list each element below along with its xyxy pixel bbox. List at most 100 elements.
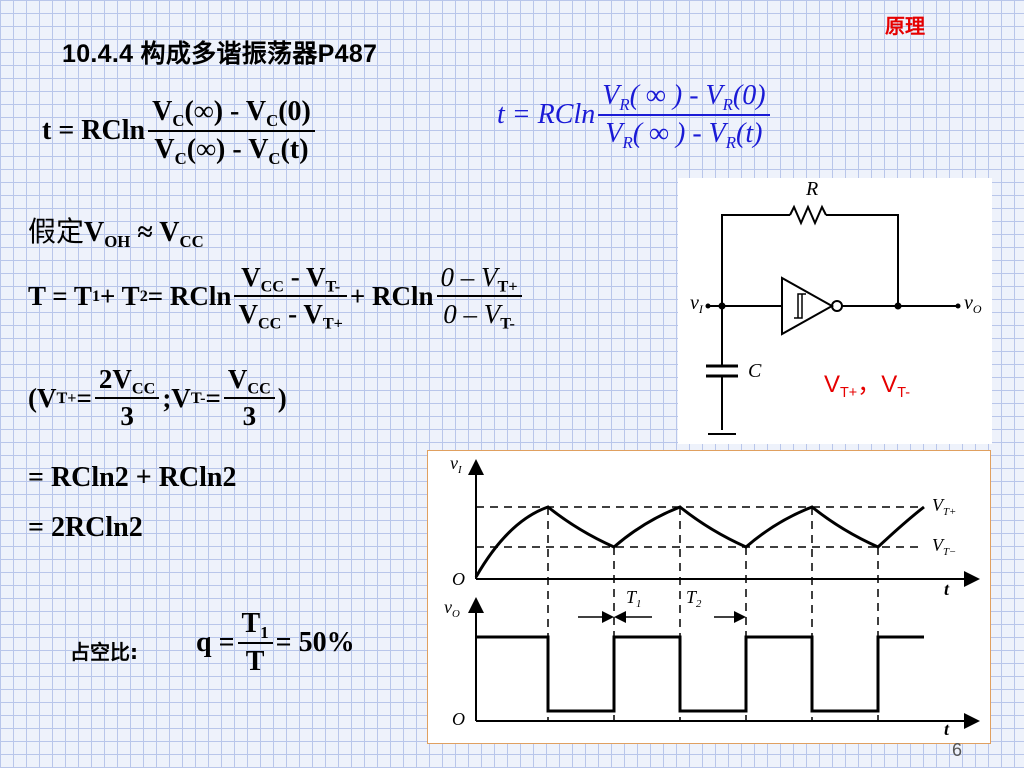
t1-symbol: T <box>626 587 637 607</box>
resistor-label: R <box>806 178 819 200</box>
principle-badge: 原理 <box>885 14 925 38</box>
waveform-panel: vI vO O O t t VT+ VT− T1 T2 <box>427 450 991 744</box>
t1-sub: 1 <box>636 597 642 610</box>
output-terminal <box>955 303 961 309</box>
sub-tminus: T- <box>325 277 341 296</box>
feedback-wire-left <box>721 214 790 306</box>
vi-sub: I <box>458 463 462 476</box>
vc0-term: (0) <box>278 96 311 127</box>
q-lhs: q = <box>196 627 235 658</box>
origin-label-bottom: O <box>452 709 465 729</box>
sub-tplus: T+ <box>497 277 518 296</box>
t2-sub: 2 <box>696 597 702 610</box>
sub-r: R <box>725 132 737 152</box>
duty-value: = 50% <box>275 627 355 658</box>
period-fraction-1: VCC - VT- VCC - VT+ <box>234 262 347 333</box>
vr-symbol: V <box>605 118 623 149</box>
principle-fraction: VR( ∞ ) - VR(0) VR( ∞ ) - VR(t) <box>598 80 770 152</box>
vcc-symbol: V <box>238 299 258 329</box>
period-lhs: T = T <box>28 280 92 311</box>
circuit-diagram <box>705 204 961 435</box>
vt-minus-sub: T− <box>943 545 957 558</box>
input-terminal <box>705 303 711 309</box>
sub-c: C <box>268 148 281 168</box>
zero-minus-v: 0 – V <box>443 299 501 329</box>
vt-plus-symbol: V <box>932 495 943 515</box>
vr-inf-term: ( ∞ ) - V <box>629 80 723 111</box>
threshold-labels: VT+，VT- <box>824 364 911 402</box>
vc-inf-term: (∞) - V <box>186 134 269 165</box>
t-symbol: T <box>245 646 265 677</box>
vt-symbol: V <box>824 371 841 398</box>
minus-v: - V <box>281 299 323 329</box>
time-formula-lhs: t = RCln <box>42 115 146 146</box>
result-line-2: = 2RCln2 <box>28 512 143 543</box>
sub-c: C <box>266 110 279 130</box>
vc-symbol: V <box>152 96 173 127</box>
principle-lhs: t = RCln <box>497 99 596 130</box>
hysteresis-symbol <box>794 293 806 319</box>
input-symbol: v <box>690 292 699 314</box>
two-vcc: 2V <box>98 364 132 394</box>
vct-term: (t) <box>280 134 309 165</box>
duty-cycle-label: 占空比: <box>70 640 138 664</box>
input-node <box>718 302 726 310</box>
vt-plus-sub: T+ <box>943 505 957 518</box>
section-title: 10.4.4 构成多谐振荡器P487 <box>62 40 378 68</box>
eq-rcln: = RCln <box>147 280 232 311</box>
sub-tminus: T- <box>500 314 515 333</box>
circuit-panel: R C vI vO VT+，VT- <box>678 178 992 444</box>
paren-open-v: (V <box>28 382 57 413</box>
t1-label: T1 <box>626 587 642 610</box>
semicolon-v: ;V <box>162 382 191 413</box>
vr-symbol: V <box>602 80 620 111</box>
capacitor-label: C <box>748 360 762 382</box>
equals: = <box>205 382 221 413</box>
output-symbol: v <box>964 292 973 314</box>
zero-minus-v: 0 – V <box>440 262 498 292</box>
denominator-three: 3 <box>120 401 134 431</box>
resistor-zigzag <box>789 204 827 226</box>
vt-minus-sub: T- <box>897 385 911 402</box>
vo-axis-label: vO <box>444 597 460 619</box>
t2-label: T2 <box>686 587 702 610</box>
paren-close: ) <box>277 382 287 413</box>
vtplus-fraction: 2VCC 3 <box>94 364 160 432</box>
plus-rcln: + RCln <box>349 280 434 311</box>
vi-axis-label: vI <box>450 453 462 476</box>
time-formula: t = RCln VC(∞) - VC(0) VC(∞) - VC(t) <box>42 96 318 168</box>
sub-tplus: T+ <box>322 314 343 333</box>
time-formula-fraction: VC(∞) - VC(0) VC(∞) - VC(t) <box>148 96 315 168</box>
sub-cc: CC <box>247 379 271 398</box>
vr-inf-term: ( ∞ ) - V <box>632 118 726 149</box>
result-line-1: = RCln2 + RCln2 <box>28 462 237 493</box>
period-fraction-2: 0 – VT+ 0 – VT- <box>436 262 522 333</box>
approx-vcc: ≈ V <box>130 217 180 248</box>
vt-plus-label: VT+ <box>932 495 957 518</box>
duty-fraction: T1 T <box>237 608 273 678</box>
sub-r: R <box>722 94 733 114</box>
sub-c: C <box>174 148 187 168</box>
vcc-symbol: V <box>227 364 248 394</box>
vtminus-fraction: VCC 3 <box>223 364 275 432</box>
sub-cc: CC <box>131 379 156 398</box>
sub-c: C <box>172 110 185 130</box>
t2-symbol: T <box>686 587 697 607</box>
assume-text: 假定 <box>28 215 85 248</box>
time-axis-label-top: t <box>944 579 950 599</box>
sub-cc: CC <box>260 277 284 296</box>
vc-symbol: V <box>154 134 175 165</box>
assumption-line: 假定VOH ≈ VCC <box>28 210 204 250</box>
vi-waveform <box>474 505 925 578</box>
vt-separator: ，V <box>857 371 898 398</box>
sub-oh: OH <box>104 231 131 251</box>
plus-t: + T <box>100 280 140 311</box>
output-node <box>894 302 902 310</box>
vc-inf-term: (∞) - V <box>184 96 267 127</box>
origin-label-top: O <box>452 569 465 589</box>
principle-formula: t = RCln VR( ∞ ) - VR(0) VR( ∞ ) - VR(t) <box>497 80 773 152</box>
page-number: 6 <box>951 740 962 760</box>
sub-r: R <box>619 94 630 114</box>
